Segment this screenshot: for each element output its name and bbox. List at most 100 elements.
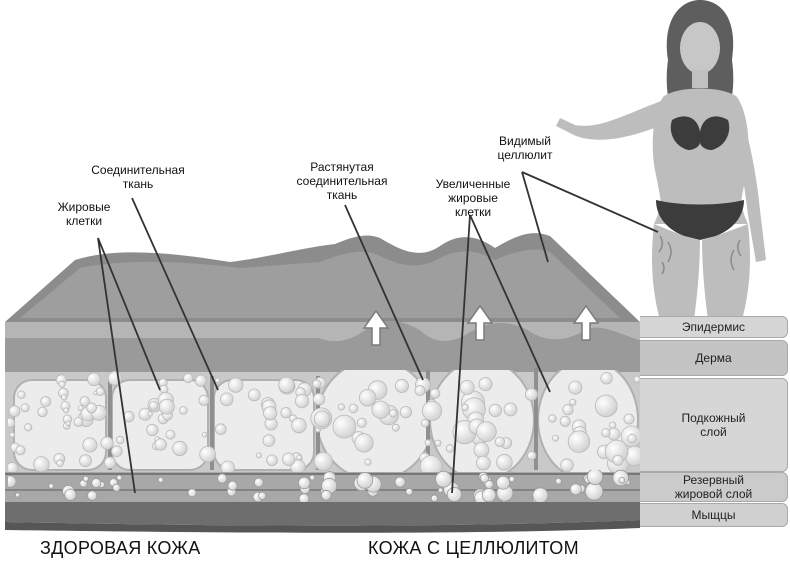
fat-cell-bubble bbox=[79, 396, 91, 407]
fat-cell-bubble bbox=[569, 398, 577, 406]
reserve-fat-bubble bbox=[91, 478, 102, 489]
reserve-fat-bubble bbox=[405, 487, 414, 496]
fat-cell-bubble bbox=[313, 451, 333, 471]
reserve-fat-bubble bbox=[320, 489, 332, 501]
reserve-fat-bubble bbox=[298, 493, 310, 502]
fat-cell-bubble bbox=[424, 439, 432, 447]
fat-cell-bubble bbox=[8, 405, 21, 418]
fat-cell-bubble bbox=[262, 406, 278, 421]
fat-cell-bubble bbox=[9, 431, 16, 438]
fat-cell-bubble bbox=[559, 415, 571, 427]
fat-cell-bubble bbox=[394, 378, 409, 393]
reserve-fat-bubble bbox=[64, 488, 77, 501]
fat-cell-bubble bbox=[461, 403, 469, 412]
reserve-fat-bubble bbox=[116, 474, 123, 481]
fat-cell-bubble bbox=[600, 372, 613, 385]
fat-cell-bubble bbox=[154, 438, 167, 451]
fat-cell-bubble bbox=[623, 413, 635, 425]
fat-cell-bubble bbox=[633, 375, 640, 383]
reserve-fat-bubble bbox=[481, 487, 497, 502]
fat-cell-bubble bbox=[364, 458, 372, 466]
fat-cell-bubble bbox=[24, 423, 33, 432]
reserve-fat-bubble bbox=[394, 476, 406, 488]
fat-cell-bubble bbox=[332, 414, 357, 439]
reserve-fat-bubble bbox=[8, 475, 17, 488]
fat-cell-bubble bbox=[414, 385, 426, 396]
fat-cell-bubble bbox=[475, 455, 491, 471]
fat-cell-bubble bbox=[266, 454, 278, 467]
reserve-fat-bubble bbox=[437, 487, 444, 493]
fat-cell-bubble bbox=[248, 388, 261, 402]
fat-cell-bubble bbox=[358, 389, 377, 407]
callout-visible-cellulite: Видимый целлюлит bbox=[497, 134, 553, 162]
caption-cellulite-skin: КОЖА С ЦЕЛЛЮЛИТОМ bbox=[368, 538, 579, 558]
fat-cell-bubble bbox=[73, 417, 84, 427]
fat-cell-bubble bbox=[220, 460, 236, 472]
fat-cell-bubble bbox=[8, 417, 16, 428]
arrow-up-icon bbox=[572, 304, 600, 341]
fat-cell-bubble bbox=[601, 428, 611, 438]
fat-cell-bubble bbox=[391, 423, 400, 432]
reserve-fat-bubble bbox=[532, 487, 549, 502]
fat-cell-bubble bbox=[356, 417, 367, 428]
reserve-fat-bubble bbox=[112, 483, 121, 492]
reserve-fat-bubble bbox=[48, 483, 55, 490]
fat-cell-bubble bbox=[282, 452, 296, 466]
fat-cell-bubble bbox=[562, 404, 574, 416]
fat-cell-bubble bbox=[291, 417, 307, 434]
fat-cell-bubble bbox=[262, 434, 276, 447]
fat-cell-bubble bbox=[594, 394, 618, 418]
layer-label-subcutaneous: Подкожный слой bbox=[640, 378, 788, 472]
fat-cell-bubble bbox=[103, 456, 117, 469]
fat-cell-bubble bbox=[95, 387, 105, 396]
fat-cell-bubble bbox=[56, 459, 64, 468]
reserve-fat-bubble bbox=[217, 473, 228, 484]
fat-cell-bubble bbox=[280, 407, 292, 419]
fat-cell-bubble bbox=[568, 380, 583, 395]
fat-cell-bubble bbox=[63, 407, 69, 414]
callout-fat-cells: Жировые клетки bbox=[57, 200, 111, 228]
fat-cell-bubble bbox=[198, 394, 210, 406]
fat-cell-bubble bbox=[147, 411, 153, 417]
fat-cell-bubble bbox=[179, 406, 188, 415]
fat-cell-bubble bbox=[165, 429, 176, 440]
reserve-fat-bubble bbox=[258, 491, 267, 500]
reserve-fat-bubble bbox=[569, 483, 582, 496]
reserve-fat-bubble bbox=[87, 490, 98, 501]
reserve-fat-bubble bbox=[446, 486, 462, 502]
woman-figure bbox=[556, 0, 766, 320]
fat-cell-bubble bbox=[215, 423, 227, 436]
arrow-up-icon bbox=[362, 309, 390, 346]
reserve-fat-bubble bbox=[227, 480, 238, 491]
fat-cell-bubble bbox=[65, 420, 71, 427]
fat-cell-bubble bbox=[201, 431, 208, 438]
fat-cell-bubble bbox=[608, 421, 617, 429]
fat-cell-bubble bbox=[33, 456, 50, 472]
fat-cell-bubble bbox=[111, 445, 123, 458]
fat-cell-bubble bbox=[159, 384, 169, 394]
fat-cell-bubble bbox=[421, 400, 443, 421]
fat-cell-bubble bbox=[183, 372, 194, 384]
fat-cell-bubble bbox=[434, 439, 442, 447]
reserve-fat-bubble bbox=[479, 473, 489, 483]
fat-cell-bubble bbox=[459, 379, 475, 395]
fat-cell-bubble bbox=[524, 387, 538, 401]
reserve-fat-bubble bbox=[356, 472, 374, 489]
fat-cell-bubble bbox=[82, 437, 98, 453]
fat-cell-bubble bbox=[148, 401, 159, 411]
skin-top-surface-highlight bbox=[20, 249, 620, 318]
fat-cell-bubble bbox=[146, 423, 159, 437]
fat-cell-bubble bbox=[445, 444, 455, 453]
layer-label-reserve-fat: Резервный жировой слой bbox=[640, 472, 788, 502]
caption-healthy-skin: ЗДОРОВАЯ КОЖА bbox=[40, 538, 201, 558]
fat-cell-bubble bbox=[399, 405, 412, 419]
layer-label-dermis: Дерма bbox=[640, 340, 788, 376]
fat-cell-bubble bbox=[58, 380, 66, 388]
reserve-fat-bubble bbox=[508, 476, 516, 483]
reserve-fat-bubble bbox=[586, 470, 604, 485]
arrow-up-icon bbox=[466, 304, 494, 341]
fat-cell-bubble bbox=[313, 410, 331, 428]
fat-cell-bubble bbox=[17, 390, 26, 399]
fat-cell-bubble bbox=[172, 440, 188, 457]
fat-cell-bubble bbox=[496, 453, 513, 471]
